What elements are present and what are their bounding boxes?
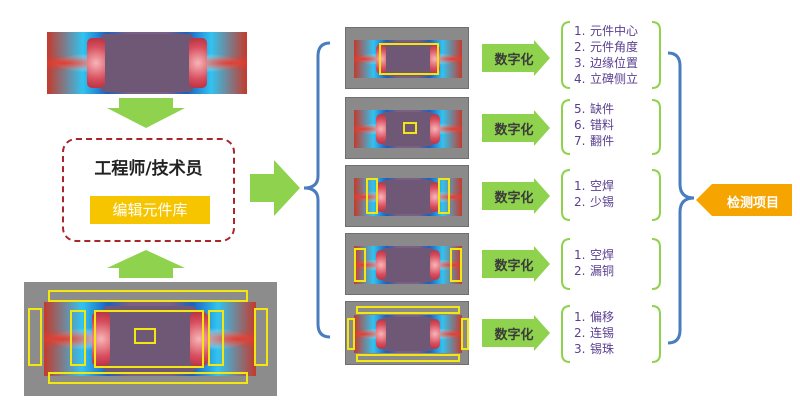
digitize-label: 数字化 [494,53,534,68]
row1-list: 1.元件中心 2.元件角度 3.边缘位置 4.立碑侧立 [574,23,638,87]
list-item: 7.翻件 [574,134,615,148]
up-arrow-icon [107,250,185,278]
detection-box [94,310,204,368]
row4-list: 1.空焊 2.漏铜 [574,247,614,279]
detection-label: 检测项目 [726,196,779,211]
digitize-arrow-icon [482,110,550,146]
list-bracket [561,99,661,155]
engineer-label: 工程师/技术员 [94,159,203,179]
row5-list: 1.偏移 2.连锡 3.锡珠 [574,309,614,357]
engineer-group: 工程师/技术员 编辑元件库 [62,138,235,242]
digitize-label: 数字化 [494,328,534,343]
row3-list: 1.空焊 2.少锡 [574,178,614,210]
row3-image [345,165,469,227]
list-item: 2.元件角度 [574,40,639,54]
list-item: 2.漏铜 [574,264,615,278]
list-item: 2.少锡 [574,195,615,209]
list-item: 4.立碑侧立 [574,72,639,86]
digitize-label: 数字化 [494,191,534,206]
edit-library-button[interactable]: 编辑元件库 [90,196,210,224]
list-item: 3.锡珠 [574,342,615,356]
detection-box [28,308,42,366]
right-arrow-icon [250,160,300,216]
left-bracket [303,41,331,339]
detection-box [208,310,224,366]
digitize-label: 数字化 [494,259,534,274]
down-arrow-icon [107,98,185,128]
detection-box [254,308,268,366]
right-bracket [667,51,695,345]
list-item: 1.空焊 [574,179,615,193]
row2-image [345,97,469,159]
top-component-image [47,32,247,94]
digitize-arrow-icon [482,40,550,76]
row2-list: 5.缺件 6.错料 7.翻件 [574,101,614,149]
digitize-label: 数字化 [494,123,534,138]
detection-box [134,328,156,344]
detection-box [70,310,86,366]
bottom-component-image [24,282,277,396]
list-item: 1.元件中心 [574,24,639,38]
list-bracket [561,305,661,363]
row5-image [345,301,469,365]
list-bracket [561,21,661,89]
digitize-arrow-icon [482,315,550,351]
list-item: 5.缺件 [574,102,615,116]
row4-image [345,233,469,295]
digitize-arrow-icon [482,178,550,214]
row1-image [345,27,469,89]
digitize-arrow-icon [482,246,550,282]
detection-box [48,372,248,384]
detection-box [48,290,248,302]
list-bracket [561,238,661,290]
list-item: 1.偏移 [574,310,615,324]
list-bracket [561,169,661,221]
list-item: 1.空焊 [574,248,615,262]
list-item: 6.错料 [574,118,615,132]
detection-arrow-icon [696,184,792,216]
list-item: 2.连锡 [574,326,615,340]
list-item: 3.边缘位置 [574,56,639,70]
